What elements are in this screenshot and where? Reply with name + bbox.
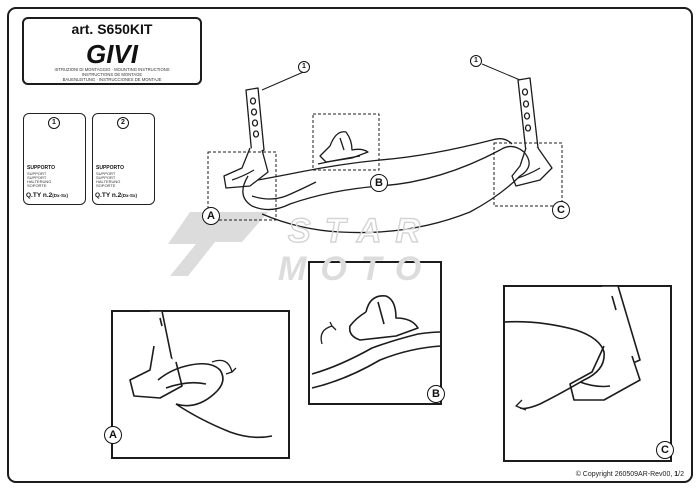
callout-detail-b: B	[427, 385, 445, 403]
support-1-label: SUPPORTO	[27, 165, 55, 171]
strap-drawing	[242, 145, 530, 234]
callout-part-1-left: 1	[298, 61, 310, 73]
support-1-translation: SUPPORT	[27, 171, 47, 176]
detail-panels	[111, 261, 672, 462]
support-1-translation: SOPORTE	[27, 183, 47, 188]
page-border	[7, 7, 693, 483]
callout-detail-a: A	[104, 426, 122, 444]
callout-detail-c: C	[656, 441, 674, 459]
givi-logo: GIVI	[86, 41, 139, 67]
callout-b: B	[370, 174, 388, 192]
support-2-qty: Q.TY n.2(Dx-Sx)	[95, 192, 138, 199]
support-2-translation: HALTERUNG	[96, 179, 121, 184]
main-assembly	[207, 63, 563, 234]
detail-c-drawing	[503, 285, 641, 411]
watermark-star: STAR	[288, 212, 434, 250]
title-box: art. S650KIT GIVI ISTRUZIONI DI MONTAGGI…	[22, 17, 202, 85]
detail-frame-a	[207, 151, 277, 221]
article-number: art. S650KIT	[71, 21, 153, 37]
brand-text: GIVI	[86, 41, 139, 67]
support-1-qty: Q.TY n.2(Dx-Sx)	[26, 192, 69, 199]
support-2-translation: SUPPORT	[96, 175, 116, 180]
detail-frame-b	[312, 113, 380, 171]
watermark-moto: MOTO	[278, 250, 435, 286]
support-1-number: 1	[48, 117, 60, 129]
instructions-line-3: BAUENLEITUNG · INSTRUCCIONES DE MONTAJE	[62, 77, 162, 82]
watermark-graphic	[168, 212, 268, 276]
support-2-number: 2	[117, 117, 129, 129]
instructions-line-2: INSTRUCTIONS DE MONTAGE	[81, 72, 143, 77]
callout-a: A	[202, 207, 220, 225]
detail-frame-c	[493, 142, 563, 207]
callout-part-1-right: 1	[470, 55, 482, 67]
support-box-2: 2 SUPPORTO SUPPORT SUPPORT HALTERUNG SOP…	[92, 113, 155, 205]
support-2-translation: SUPPORT	[96, 171, 116, 176]
support-2-label: SUPPORTO	[96, 165, 124, 171]
callout-c: C	[552, 201, 570, 219]
copyright: © Copyright 260509AR-Rev00, 1/2	[575, 471, 684, 478]
support-1-translation: HALTERUNG	[27, 179, 52, 184]
detail-a-drawing	[129, 310, 273, 439]
detail-b-drawing	[311, 295, 442, 389]
right-support-drawing	[511, 77, 553, 187]
support-box-1: 1 SUPPORTO SUPPORT SUPPORT HALTERUNG SOP…	[23, 113, 86, 205]
instructions-line-1: ISTRUZIONI DI MONTAGGIO · MOUNTING INSTR…	[54, 67, 170, 72]
buckle-b-drawing	[319, 131, 369, 163]
detail-c-frame	[503, 285, 672, 462]
support-2-translation: SOPORTE	[96, 183, 116, 188]
left-support-drawing	[223, 87, 269, 189]
support-1-translation: SUPPORT	[27, 175, 47, 180]
watermark: STAR MOTO	[278, 211, 435, 286]
